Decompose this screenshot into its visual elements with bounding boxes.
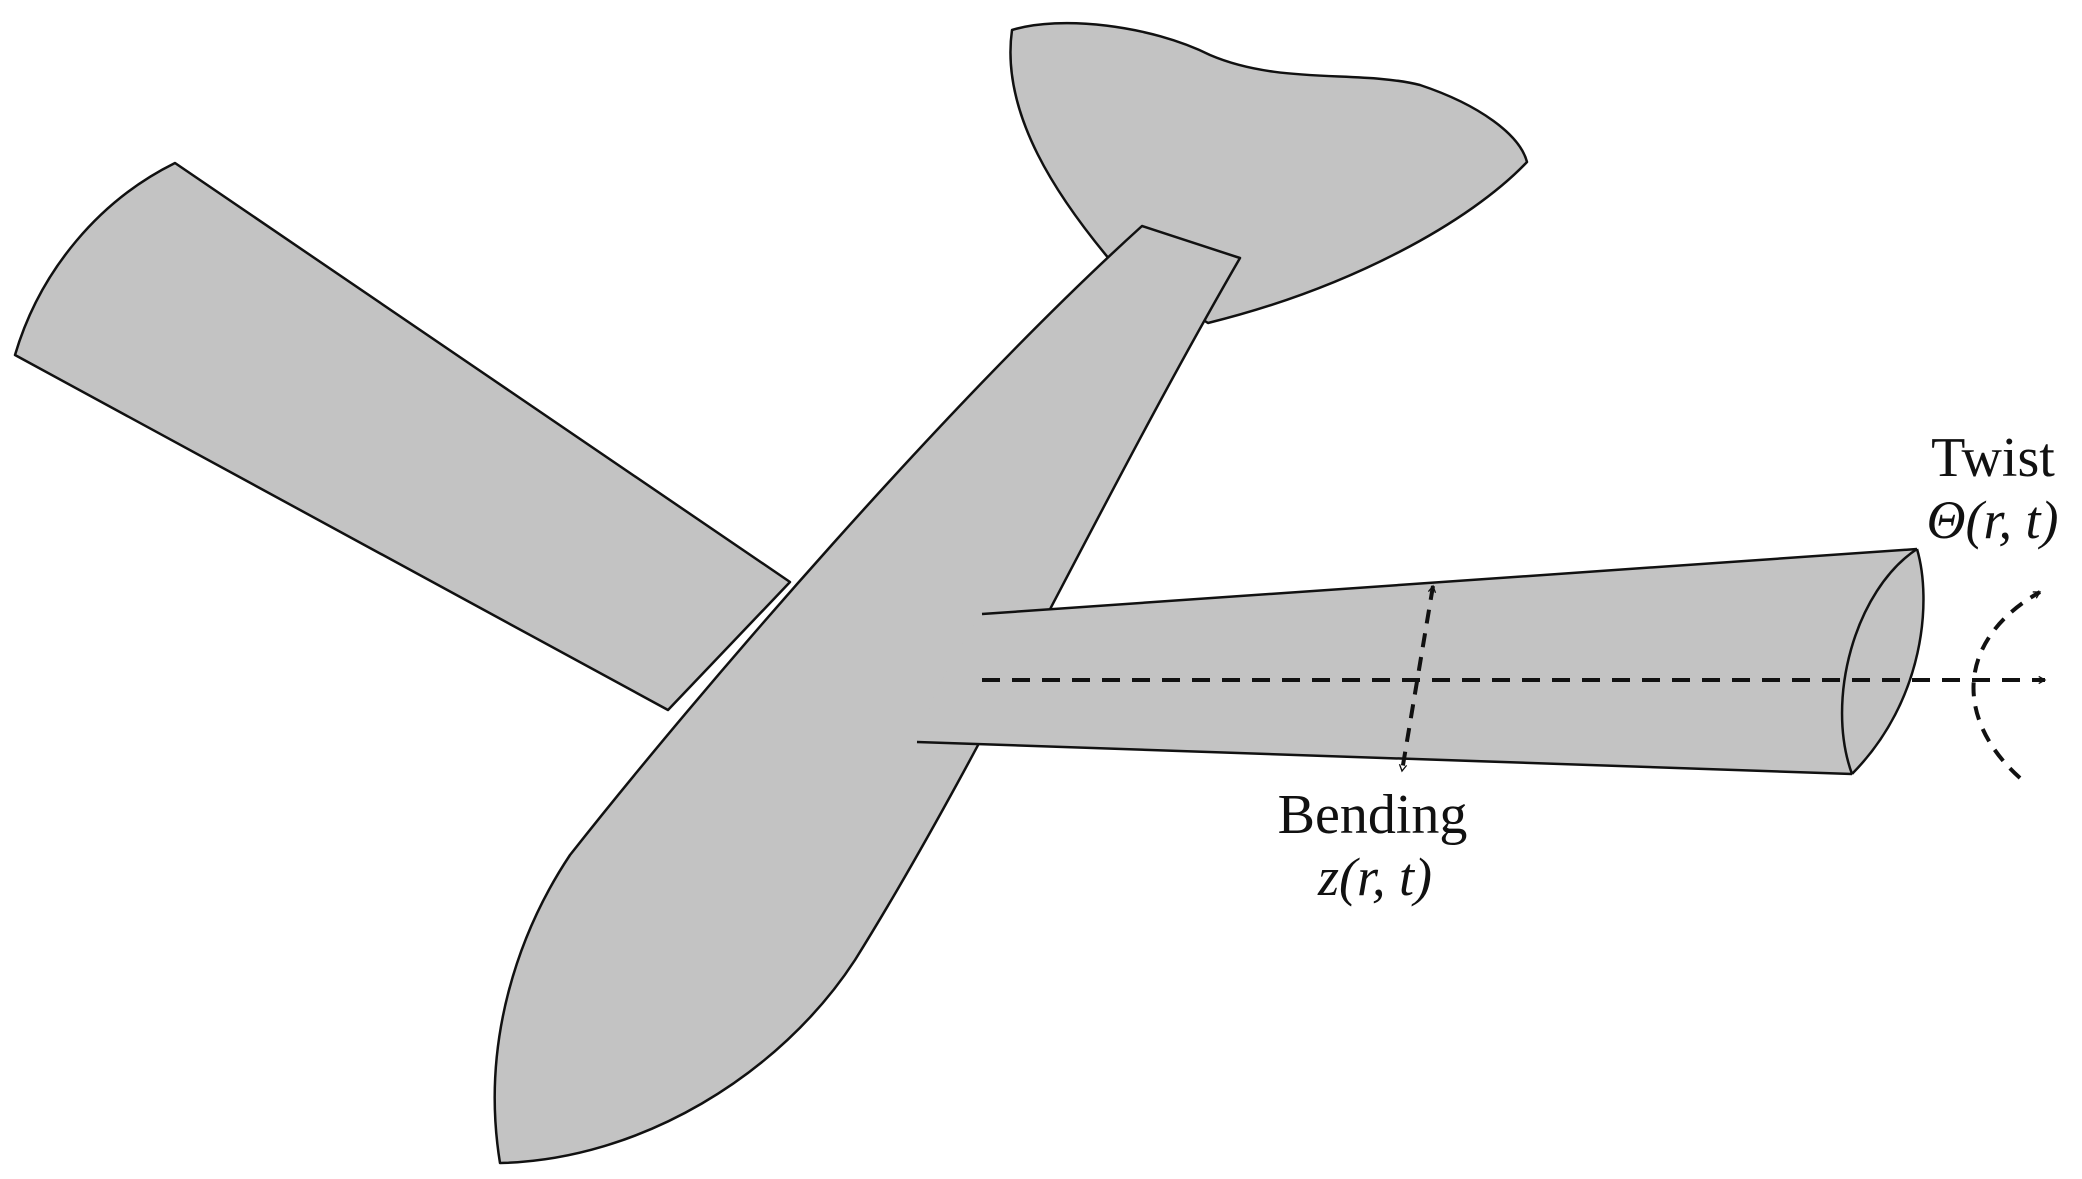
right-wing-leading-edge [981,547,1918,616]
twist-label: Twist [1931,427,2055,489]
bending-label: Bending [1277,784,1468,846]
bending-symbol: z(r, t) [1317,847,1432,907]
twist-arrow [1971,590,2042,780]
right-wing-trailing-edge [916,740,1853,776]
bending-arrow [1398,584,1437,773]
wing-tip-section [1840,547,1918,775]
left-wing [13,161,792,712]
wing-tip-front [1851,548,1925,775]
twist-symbol: Θ(r, t) [1926,490,2059,550]
